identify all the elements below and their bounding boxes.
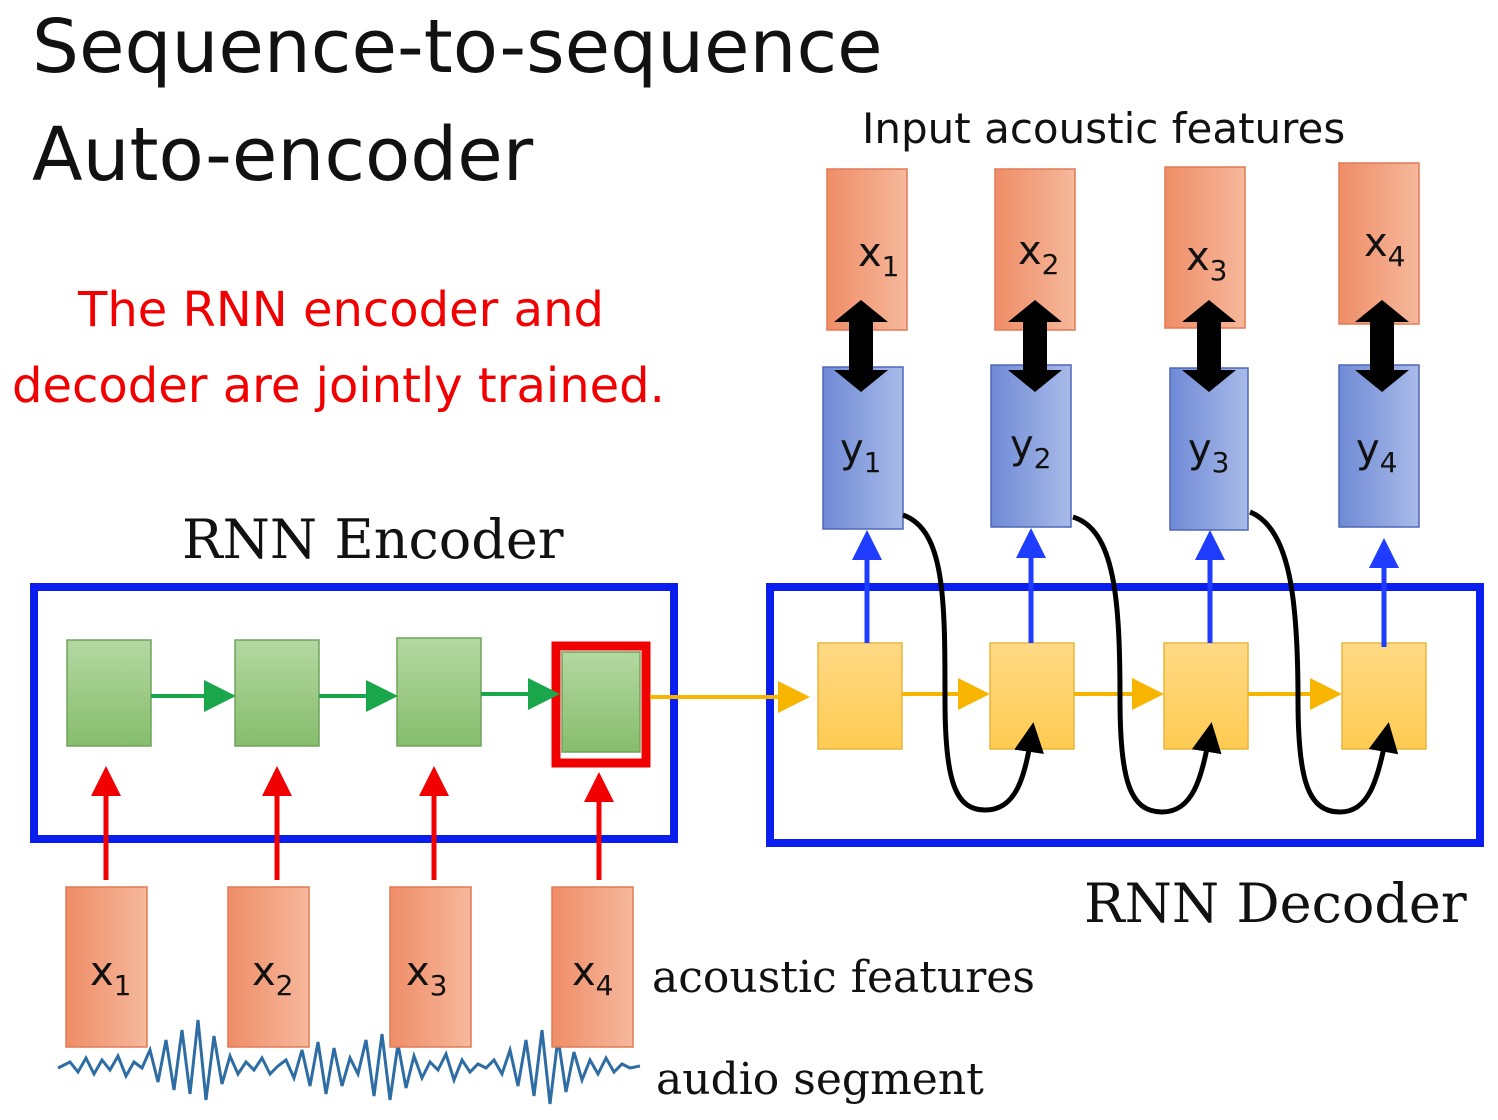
input-4-base: x bbox=[572, 949, 596, 995]
output-1-sub: 1 bbox=[864, 446, 882, 479]
decoder-frame bbox=[766, 583, 1484, 847]
title-line-2: Auto-encoder bbox=[32, 112, 534, 198]
svg-text:x2: x2 bbox=[1018, 228, 1060, 281]
decoder-label: RNN Decoder bbox=[1084, 872, 1467, 935]
input-box-3: x3 bbox=[389, 886, 472, 1048]
svg-text:y1: y1 bbox=[840, 426, 882, 479]
target-3-sub: 3 bbox=[1210, 254, 1228, 287]
input-box-4: x4 bbox=[551, 886, 634, 1048]
target-box-1: x1 bbox=[826, 168, 908, 331]
encoder-cell-4 bbox=[561, 651, 641, 753]
output-3-sub: 3 bbox=[1212, 446, 1230, 479]
encoder-cell-1 bbox=[66, 639, 152, 747]
output-box-1: y1 bbox=[822, 366, 904, 530]
note-line-2: decoder are jointly trained. bbox=[12, 358, 665, 414]
svg-text:x3: x3 bbox=[406, 949, 448, 1002]
output-2-sub: 2 bbox=[1034, 442, 1052, 475]
target-2-base: x bbox=[1018, 228, 1042, 274]
svg-text:x4: x4 bbox=[1364, 220, 1406, 273]
target-1-sub: 1 bbox=[882, 250, 900, 283]
output-3-base: y bbox=[1188, 426, 1212, 472]
output-1-base: y bbox=[840, 426, 864, 472]
compare-arrow-1 bbox=[834, 300, 888, 392]
input-2-sub: 2 bbox=[276, 969, 294, 1002]
svg-text:y3: y3 bbox=[1188, 426, 1230, 479]
target-1-base: x bbox=[858, 230, 882, 276]
decoder-cell-3 bbox=[1163, 642, 1249, 750]
encoder-frame bbox=[30, 583, 678, 843]
input-1-sub: 1 bbox=[114, 969, 132, 1002]
svg-text:x2: x2 bbox=[252, 949, 294, 1002]
target-box-3: x3 bbox=[1164, 166, 1246, 329]
output-box-2: y2 bbox=[990, 364, 1072, 528]
input-3-base: x bbox=[406, 949, 430, 995]
input-3-sub: 3 bbox=[430, 969, 448, 1002]
encoder-label: RNN Encoder bbox=[182, 508, 564, 571]
decoder-cell-4 bbox=[1341, 642, 1427, 750]
title-line-1: Sequence-to-sequence bbox=[32, 4, 883, 90]
output-2-base: y bbox=[1010, 422, 1034, 468]
target-4-base: x bbox=[1364, 220, 1388, 266]
compare-arrow-4 bbox=[1355, 300, 1409, 392]
feedback-curve-1 bbox=[902, 512, 1044, 813]
output-4-base: y bbox=[1356, 426, 1380, 472]
encoder-cell-3 bbox=[396, 637, 482, 747]
acoustic-features-label: acoustic features bbox=[652, 952, 1035, 1003]
svg-text:x1: x1 bbox=[858, 230, 900, 283]
compare-arrow-2 bbox=[1008, 300, 1062, 392]
input-4-sub: 4 bbox=[596, 969, 614, 1002]
svg-text:y2: y2 bbox=[1010, 422, 1052, 475]
compare-arrow-3 bbox=[1182, 300, 1236, 392]
encoder-cell-2 bbox=[234, 639, 320, 747]
note-line-1: The RNN encoder and bbox=[78, 282, 604, 338]
output-4-sub: 4 bbox=[1380, 446, 1398, 479]
svg-text:x3: x3 bbox=[1186, 234, 1228, 287]
feedback-curve-2 bbox=[1072, 514, 1222, 815]
svg-text:y4: y4 bbox=[1356, 426, 1398, 479]
target-3-base: x bbox=[1186, 234, 1210, 280]
target-2-sub: 2 bbox=[1042, 248, 1060, 281]
feedback-curve-3 bbox=[1248, 509, 1399, 815]
decoder-cell-1 bbox=[817, 642, 903, 750]
input-box-2: x2 bbox=[227, 886, 310, 1048]
target-box-4: x4 bbox=[1338, 162, 1420, 325]
input-2-base: x bbox=[252, 949, 276, 995]
target-4-sub: 4 bbox=[1388, 240, 1406, 273]
svg-text:x1: x1 bbox=[90, 949, 132, 1002]
input-box-1: x1 bbox=[65, 886, 148, 1048]
input-1-base: x bbox=[90, 949, 114, 995]
audio-segment-label: audio segment bbox=[656, 1054, 984, 1105]
output-box-3: y3 bbox=[1169, 367, 1249, 531]
svg-text:x4: x4 bbox=[572, 949, 614, 1002]
input-features-label: Input acoustic features bbox=[862, 104, 1346, 153]
target-box-2: x2 bbox=[994, 168, 1076, 331]
audio-waveform bbox=[57, 1019, 641, 1105]
